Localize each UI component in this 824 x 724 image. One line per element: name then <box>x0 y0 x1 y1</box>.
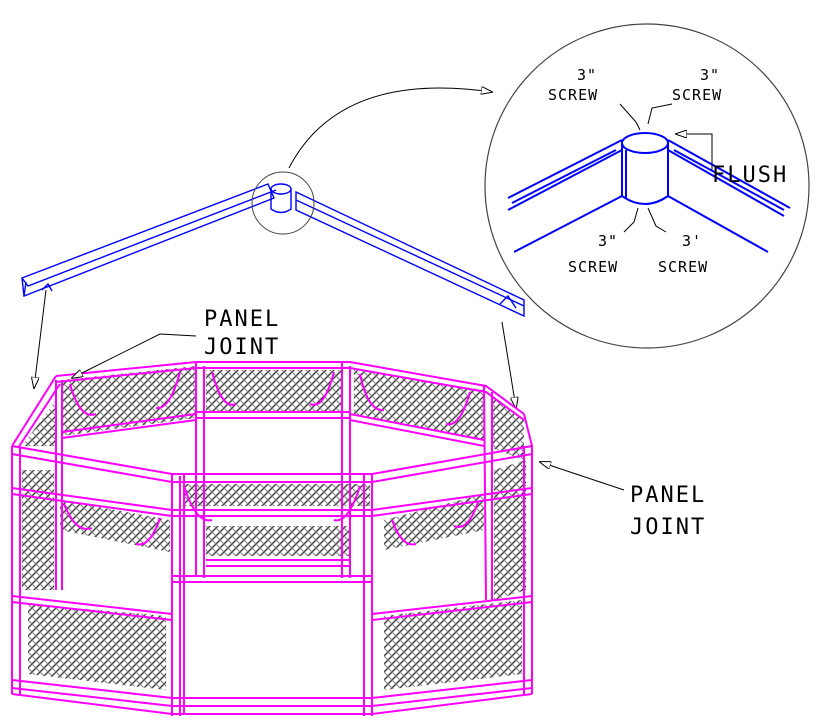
back-lattice-left <box>62 366 196 436</box>
detail-labels: 3" SCREW 3" SCREW 3" SCREW 3' SCREW FLUS… <box>548 66 788 276</box>
panel-joint-right-line1: PANEL <box>630 483 706 508</box>
mid-lattice-center <box>184 484 370 506</box>
front-lattice-left <box>28 604 166 690</box>
magnify-circle-icon <box>484 23 810 349</box>
back-lattice-farright <box>492 396 524 460</box>
mid-lattice-right <box>384 494 484 550</box>
back-lattice-right <box>354 370 484 440</box>
post-front-left-outer <box>11 446 21 696</box>
screw-size-top-right: 3" <box>700 66 720 84</box>
left-side-lattice <box>22 470 54 590</box>
post-front-left <box>171 474 181 716</box>
gazebo-frame <box>11 361 533 716</box>
callout-arrow <box>288 88 492 169</box>
hub-top <box>270 183 292 195</box>
hub-detail <box>507 132 791 253</box>
roof-rafter-assembly <box>21 183 525 318</box>
panel-joint-top: PANEL JOINT <box>72 307 280 378</box>
mid-lattice-low <box>206 526 350 556</box>
screw-size-bottom-right: 3' <box>682 232 702 250</box>
right-rafter <box>295 190 525 318</box>
mid-lattice-left <box>60 500 170 552</box>
screw-label-bottom-right: SCREW <box>658 258 708 276</box>
screw-leaders <box>619 103 713 233</box>
back-lattice-farleft <box>22 400 56 446</box>
hub-body <box>270 189 292 214</box>
front-lattice-right <box>384 600 522 690</box>
panel-joint-right-line2: JOINT <box>630 515 706 540</box>
screw-label-top-left: SCREW <box>548 86 598 104</box>
panel-joint-top-line2: JOINT <box>204 335 280 360</box>
left-rafter <box>21 183 275 297</box>
panel-joint-top-line1: PANEL <box>204 307 280 332</box>
rafter-to-gazebo-arrow-right <box>501 321 516 408</box>
rafter-to-gazebo-arrow-left <box>34 289 47 388</box>
panel-joint-right-leader <box>540 462 625 491</box>
screw-label-top-right: SCREW <box>672 86 722 104</box>
panel-joint-top-leader <box>72 333 197 378</box>
flush-label: FLUSH <box>712 163 788 188</box>
right-side-lattice <box>494 460 526 600</box>
panel-joint-right: PANEL JOINT <box>540 462 706 540</box>
screw-size-top-left: 3" <box>577 66 597 84</box>
screw-label-bottom-left: SCREW <box>568 258 618 276</box>
back-lattice-center <box>206 370 342 412</box>
post-front-right-outer <box>523 446 533 694</box>
detail-circle-small <box>251 171 315 235</box>
screw-size-bottom-left: 3" <box>598 232 618 250</box>
